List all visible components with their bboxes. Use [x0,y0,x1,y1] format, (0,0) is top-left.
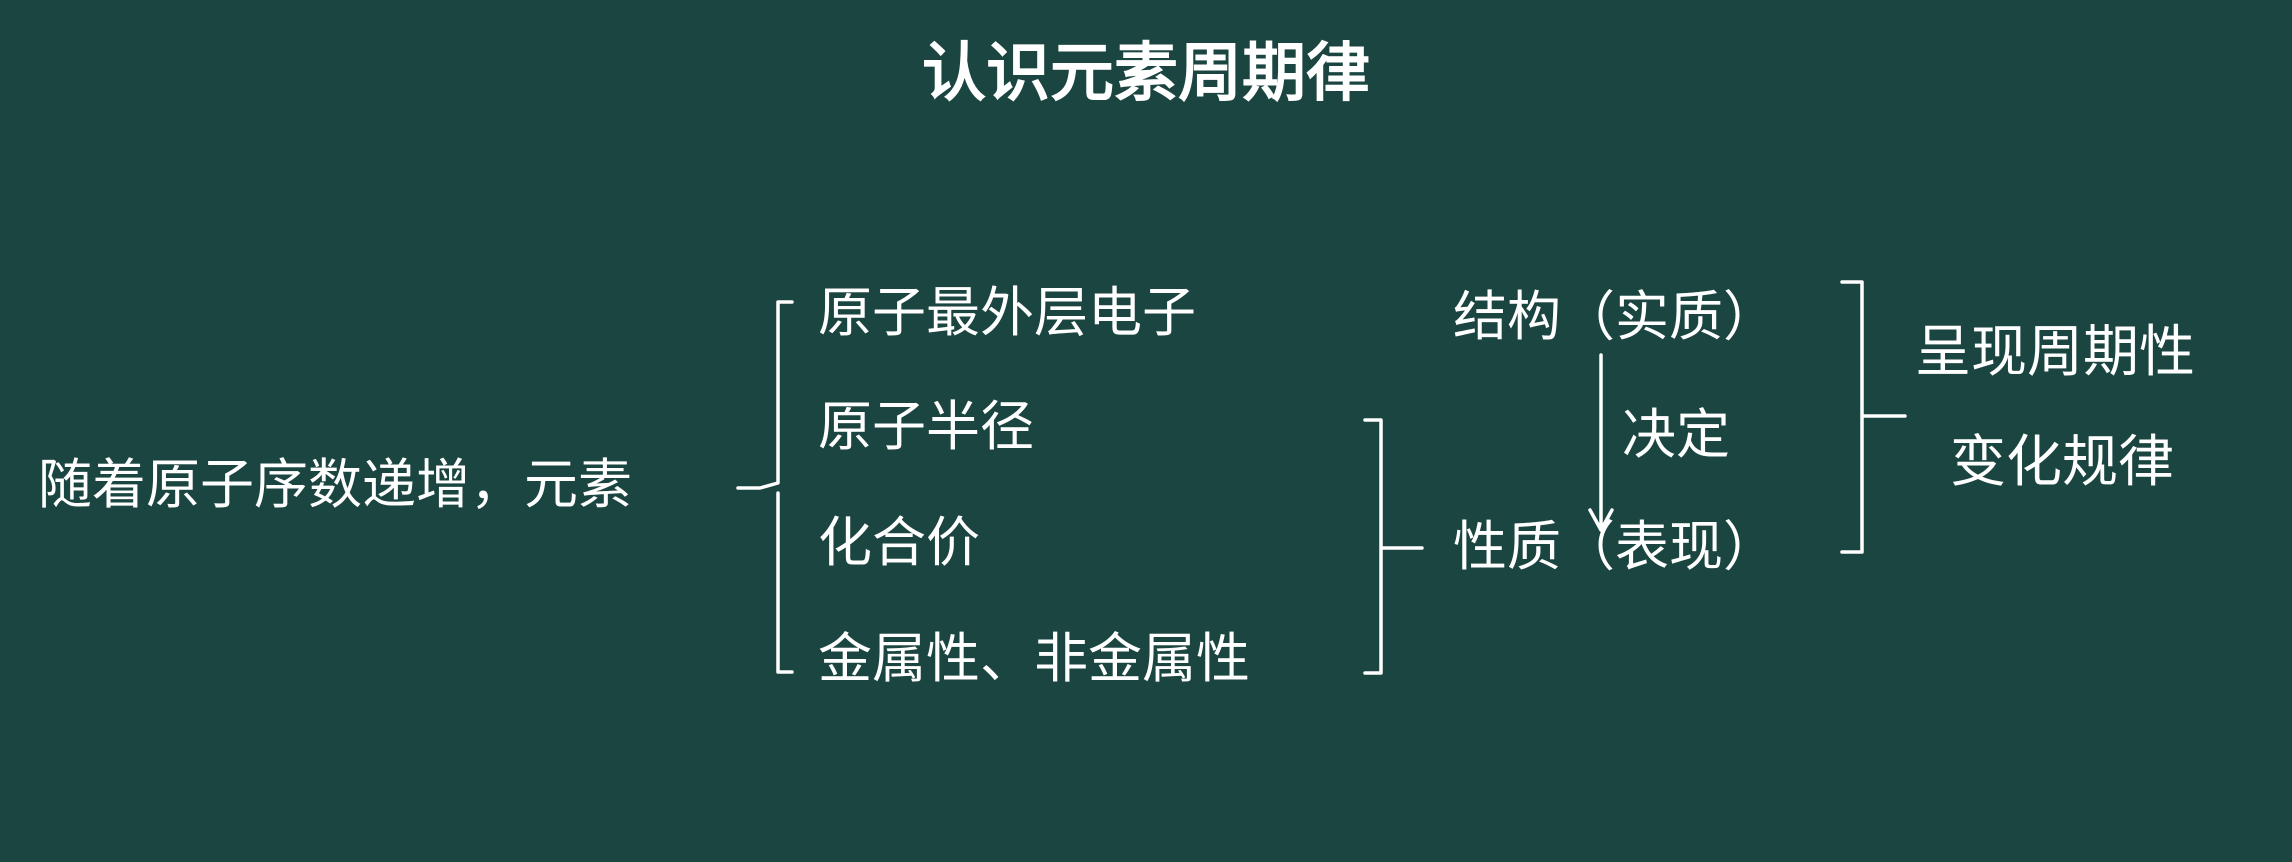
item-atomic-radius: 原子半径 [818,395,1034,458]
item-valence: 化合价 [818,511,980,574]
properties-brace [1363,418,1424,675]
structure-label: 结构（实质） [1453,285,1777,348]
lead-text: 随着原子序数递增，元素 [38,453,632,516]
result-line-1: 呈现周期性 [1915,320,2195,385]
decide-label: 决定 [1622,403,1730,466]
property-label: 性质（表现） [1453,515,1777,578]
left-brace [736,300,794,674]
result-line-2: 变化规律 [1950,430,2174,495]
diagram-title: 认识元素周期律 [922,36,1370,111]
determine-arrow [1588,353,1614,532]
structure-property-brace [1840,280,1907,554]
item-metallicity: 金属性、非金属性 [818,627,1250,690]
item-outer-electrons: 原子最外层电子 [818,281,1196,344]
